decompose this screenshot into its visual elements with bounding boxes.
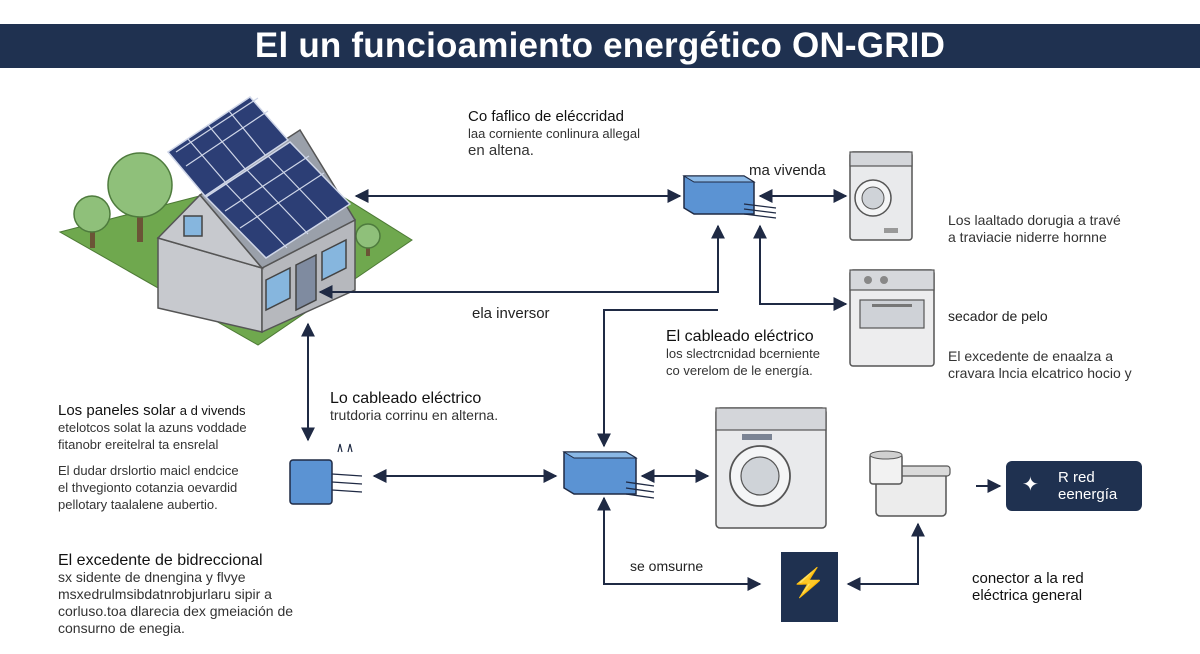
traslado-line-1: Los laaltado dorugia a travé	[948, 212, 1121, 228]
inverter-middle	[562, 451, 655, 499]
conector-line-1: conector a la red	[972, 570, 1084, 587]
traslado-line-2: a traviacie niderre hornne	[948, 229, 1107, 245]
solar-panel-icon	[166, 96, 352, 259]
cableado1-line-1: los slectrcnidad bcerniente	[666, 346, 820, 361]
excedente-left-line-1: sx sidente de dnengina y flvye	[58, 569, 246, 585]
washing-machine-large-icon	[715, 407, 827, 529]
tree-icon	[107, 152, 173, 242]
cableado-label-1: El cableado eléctrico los slectrcnidad b…	[666, 328, 820, 379]
grid-meter	[781, 552, 838, 622]
excedente-left-line-3: corluso.toa dlarecia dex gmeiación de	[58, 603, 294, 619]
inverter-top	[682, 175, 777, 219]
vivienda-label: ma vivenda	[749, 162, 826, 179]
washing-machine-icon	[849, 151, 913, 241]
cableado1-title: El cableado eléctrico	[666, 328, 814, 345]
paneles-title: Los paneles solar	[58, 402, 176, 419]
excedente-left-line-2: msxedrulmsibdatnrobjurlaru sipir a	[58, 586, 272, 602]
flujo-line-2: en altena.	[468, 142, 534, 159]
dudar-line-3: pellotary taalalene aubertio.	[58, 497, 218, 512]
consume-label: se omsurne	[630, 558, 704, 574]
badge-line-1: R red	[1058, 469, 1095, 486]
conector-label: conector a la red eléctrica general	[972, 570, 1084, 604]
excedente-left-title: El excedente de bidreccional	[58, 552, 263, 569]
flujo-title: Co faflico de eléccridad	[468, 108, 624, 125]
spark-icon: ✦	[1022, 474, 1039, 496]
secador-label: secador de pelo	[948, 308, 1048, 324]
flujo-line-1: laa corniente conlinura allegal	[468, 126, 641, 141]
conector-line-2: eléctrica general	[972, 587, 1083, 604]
tree-icon	[73, 195, 111, 248]
house-illustration	[58, 96, 413, 346]
kettle-icon	[869, 450, 951, 517]
paneles-line-2: fitanobr ereitelral ta ensrelal	[58, 437, 219, 452]
cableado2-title: Lo cableado eléctrico	[330, 390, 482, 407]
excedente-right-label: El excedente de enaalza a cravara lncia …	[948, 348, 1132, 382]
excedente-left-label: El excedente de bidreccional sx sidente …	[58, 552, 293, 637]
inversor-label: ela inversor	[472, 305, 550, 322]
oven-icon	[849, 269, 935, 367]
paneles-label: Los paneles solar a d vivends etelotcos …	[58, 402, 247, 453]
excedente-right-line-1: El excedente de enaalza a	[948, 348, 1114, 364]
dudar-line-2: el thvegionto cotanzia oevardid	[58, 480, 238, 495]
dudar-line-1: El dudar drslortio maicl endcice	[58, 463, 239, 478]
lightning-icon: ⚡	[791, 567, 826, 598]
traslado-label: Los laaltado dorugia a travé a traviacie…	[948, 212, 1121, 246]
red-energia-text: R red eenergía	[1058, 469, 1117, 503]
meter-device	[289, 443, 363, 505]
excedente-left-line-4: consurno de enegia.	[58, 620, 185, 636]
cableado-label-2: Lo cableado eléctrico trutdoria corrinu …	[330, 390, 498, 424]
paneles-line-1: etelotcos solat la azuns voddade	[58, 420, 247, 435]
cableado2-line-1: trutdoria corrinu en alterna.	[330, 407, 499, 423]
flujo-label: Co faflico de eléccridad laa corniente c…	[468, 108, 640, 159]
cableado1-line-2: co verelom de le energía.	[666, 363, 813, 378]
red-energia-badge	[1006, 461, 1142, 511]
badge-line-2: eenergía	[1058, 486, 1118, 503]
paneles-title-tail: a d vivends	[179, 403, 246, 418]
dudar-label: El dudar drslortio maicl endcice el thve…	[58, 462, 239, 513]
excedente-right-line-2: cravara lncia elcatrico hocio y	[948, 365, 1132, 381]
title-banner	[0, 24, 1200, 68]
page-title: El un funcioamiento energético ON-GRID	[254, 26, 946, 65]
flow-arrows	[301, 189, 1002, 591]
